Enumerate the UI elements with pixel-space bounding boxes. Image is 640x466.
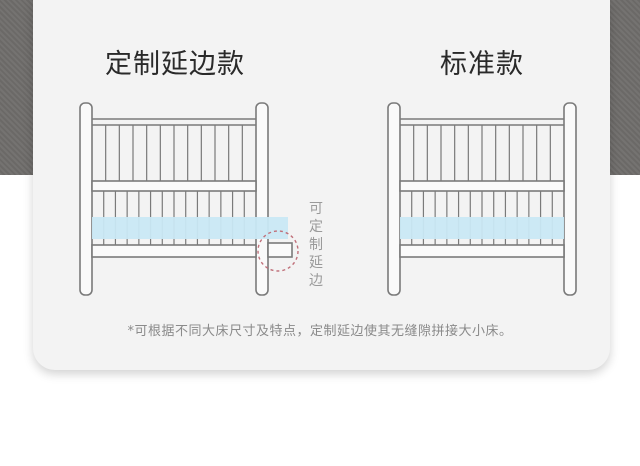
mattress [400, 217, 564, 239]
card-top-edge [33, 0, 610, 20]
standard-model-title: 标准款 [440, 49, 524, 80]
footnote: *可根据不同大床尺寸及特点，定制延边使其无缝隙拼接大小床。 [127, 324, 513, 339]
extension-highlight-circle [257, 230, 299, 272]
mattress-extension [92, 217, 288, 239]
standard-crib-illustration [387, 102, 577, 296]
custom-crib-illustration [79, 102, 299, 296]
custom-model-title: 定制延边款 [105, 49, 245, 80]
extension-label: 可定制延边 [309, 201, 323, 289]
